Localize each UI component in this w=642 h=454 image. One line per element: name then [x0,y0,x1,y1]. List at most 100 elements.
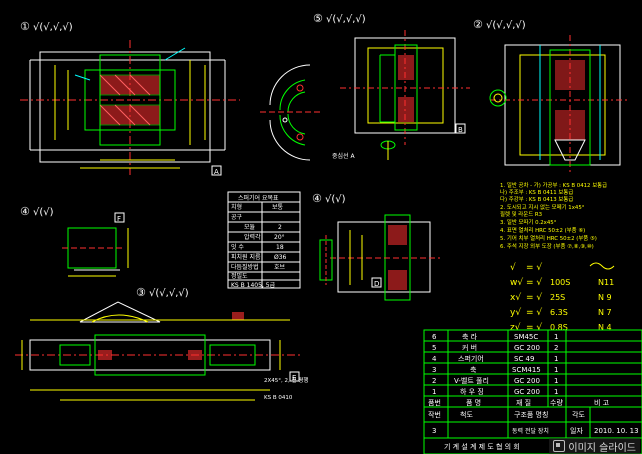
part-material: SCM415 [512,366,541,374]
job-no: 3 [432,427,436,435]
callout-ks: KS B 0410 [264,395,293,401]
view-1-section: ① √(√,√,√) A [20,20,240,176]
finish-eq: = √ [526,292,542,303]
finish-value: 25S [550,293,565,302]
angle-label: 각도 [572,411,585,419]
part-name: 하 우 징 [460,387,484,396]
part-no: 3 [432,366,436,374]
watermark-text: 이미지 슬라이드 [568,442,636,454]
finish-value: 100S [550,278,570,287]
view-4a-roughness: √(√) [33,207,54,218]
section-mark-b: B [458,126,463,134]
spec-row-label: 압력각 [244,233,261,241]
part-qty: 1 [554,388,558,396]
job-no-label: 작번 [428,410,441,419]
part-name: V-벨트 풀리 [454,376,489,385]
header-no: 품번 [428,398,441,407]
part-qty: 1 [554,366,558,374]
view-4b-label: ④ [312,192,322,205]
finish-eq: = √ [526,307,542,318]
callout-chamfer: 2X45°, 2, 깊 평행 [264,376,308,384]
view-3-shaft: ③ √(√,√,√) E 2X45°, 2, 깊 평행 KS B 0410 [15,286,308,401]
finish-class: N 9 [598,293,612,302]
view-5-label: ⑤ [313,12,323,25]
header-note: 비 고 [594,398,610,407]
section-mark-f: F [117,215,121,223]
spec-row-label: 치형 [231,203,242,211]
view-3-roughness: √(√,√,√) [149,288,189,299]
surface-finish-legend: √ = √ w√ = √ 100S N11 x√ = √ 25S N 9 y√ … [510,262,615,333]
part-name: 축 [470,365,477,374]
spec-row-value: 호브 [274,264,286,271]
part-material: GC 200 [514,388,540,396]
finish-eq: = √ [526,262,542,273]
spec-row-label: 공구 [231,214,243,221]
part-material: GC 200 [514,344,540,352]
part-material: SM45C [514,333,538,341]
spec-row-value: 20° [274,234,285,241]
finish-symbol: x√ [510,292,521,303]
scale-label: 척도 [460,411,473,419]
finish-class: N 4 [598,323,612,332]
part-name: 커 버 [462,343,477,352]
assembly-name: 동력 전달 장치 [512,427,549,435]
view-4b-section: ④ √(√) D [312,192,440,301]
view-5-roughness: √(√,√,√) [326,14,366,25]
date-value: 2010. 10. 13 [594,427,639,435]
slide-icon [553,440,566,452]
view-4a-label: ④ [20,205,30,218]
part-no: 2 [432,377,436,385]
part-qty: 1 [554,333,558,341]
spec-row-label: 다듬질방법 [231,263,259,271]
finish-symbol: y√ [510,307,521,318]
spec-row-value: KS B 1405, 5급 [231,282,276,289]
partial-flange-view [260,64,320,161]
finish-class: N 7 [598,308,612,317]
note-line: 2. 도시되고 지시 없는 모떼기 1x45° [500,203,585,211]
spec-row-value: 보통 [272,204,284,211]
spec-row-value: Ø36 [274,254,287,261]
view-4a-section: ④ √(√) F [20,205,129,277]
view-4b-roughness: √(√) [325,194,346,205]
finish-symbol: z√ [510,322,521,333]
finish-class: N11 [598,278,614,287]
general-notes: 1. 일반 공차 - 가) 가공부 : KS B 0412 보통급 나) 주조부… [500,181,607,250]
view-3-label: ③ [136,286,146,299]
finish-value: 6.3S [550,308,568,317]
note-line: 3. 일반 모따기 0.2x45° [500,218,557,226]
finish-symbol: w√ [510,277,523,288]
spur-gear-spec-table: 스퍼기어 요목표 치형 공구 모듈 압력각 잇 수 피치원 지름 다듬질방법 정… [227,191,301,289]
part-qty: 2 [554,344,558,352]
watermark: 이미지 슬라이드 [549,438,640,454]
spec-row-label: 잇 수 [231,244,244,251]
spec-table-title: 스퍼기어 요목표 [238,194,279,202]
part-no: 4 [432,355,437,363]
part-no: 6 [432,333,437,341]
part-name: 축 라 [462,332,478,341]
date-label: 일자 [570,426,583,435]
note-line: 다) 주강부 : KS B 0413 보통급 [500,195,573,203]
spec-row-label: 피치원 지름 [231,253,261,261]
part-no: 1 [432,388,436,396]
header-material: 재 질 [516,399,531,407]
part-name: 스퍼기어 [458,354,484,363]
parts-list: 6 축 라 SM45C 1 5 커 버 GC 200 2 4 스퍼기어 SC 4… [428,332,639,451]
finish-eq: = √ [526,277,542,288]
part-qty: 1 [554,377,558,385]
view-5-section: ⑤ √(√,√,√) B 중심선 A [313,12,470,160]
note-line: 나) 주조부 : KS B 0411 보통급 [500,188,573,196]
finish-symbol: √ [510,262,516,273]
part-material: GC 200 [514,377,540,385]
section-mark-a: A [214,168,219,176]
part-qty: 1 [554,355,558,363]
part-no: 5 [432,344,436,352]
view-1-label: ① [20,20,30,33]
header-name: 품 명 [466,398,481,407]
finish-eq: = √ [526,322,542,333]
view-2-label: ② [473,18,483,31]
note-line: 필렛 및 라운드 R3 [500,210,542,218]
view-1-roughness: √(√,√,√) [33,22,73,33]
title-block-footer: 기 계 설 계 제 도 협 의 회 [444,442,520,451]
assembly-label: 구조품 명칭 [514,410,548,419]
